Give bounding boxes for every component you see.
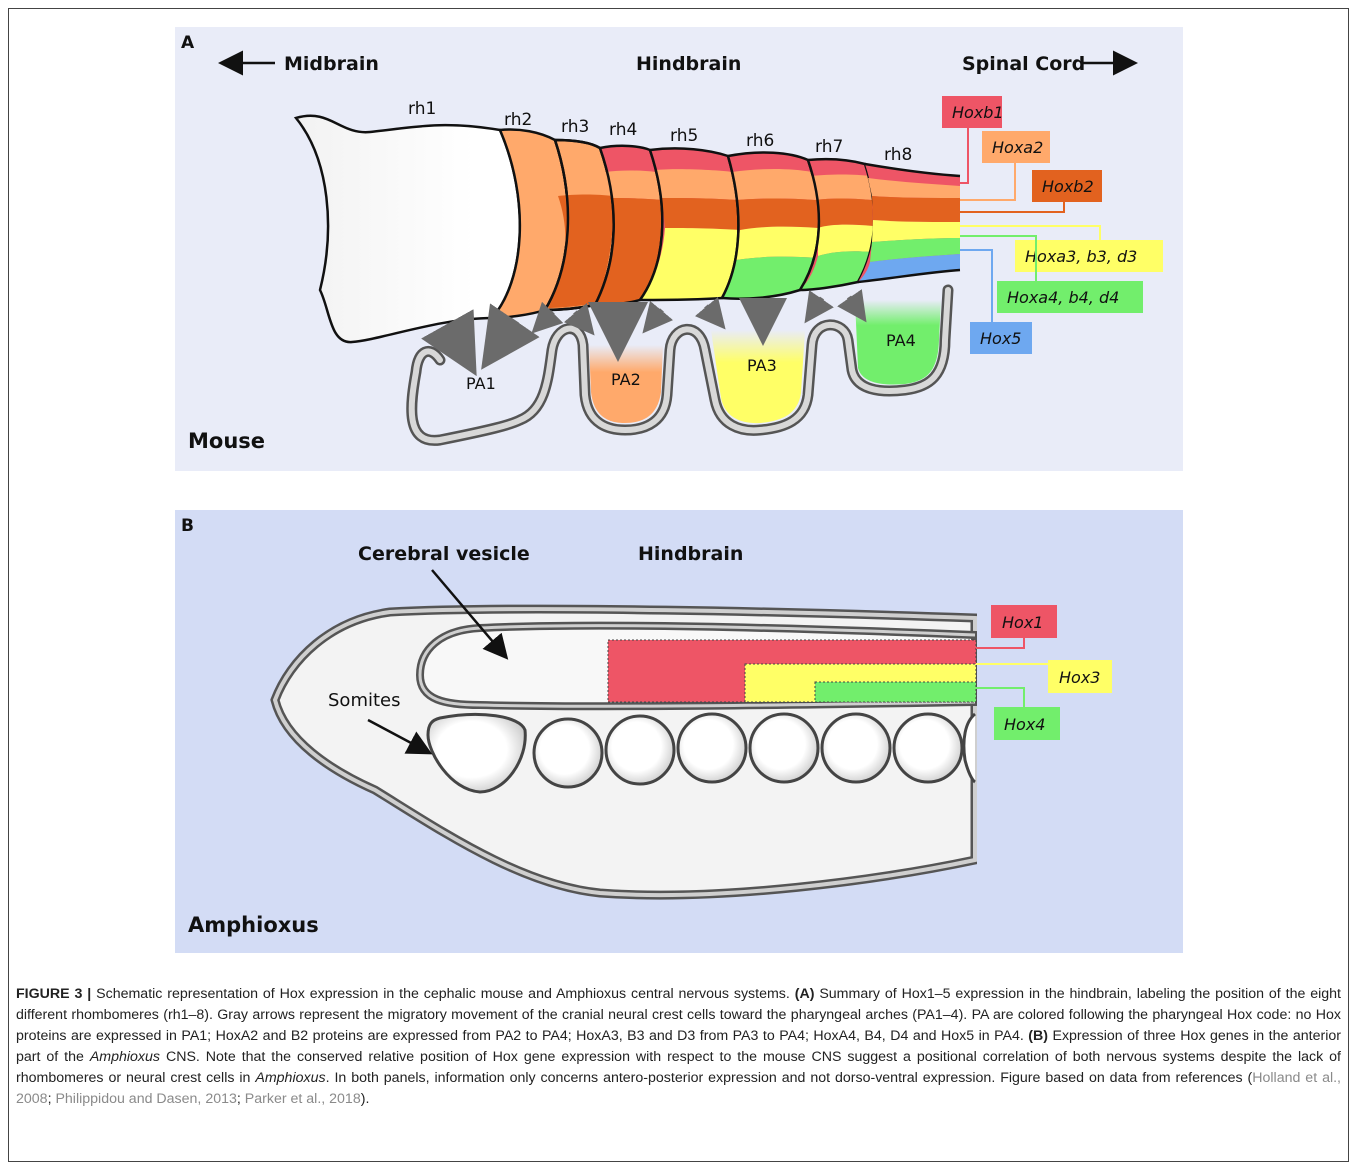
hoxa4-label: Hoxa4, b4, d4	[1007, 288, 1119, 307]
rh1-segment	[296, 116, 520, 342]
pa3-label: PA3	[747, 356, 777, 375]
hoxb1-label: Hoxb1	[952, 103, 1004, 122]
panel-b: B Cerebral vesicle Hindbrain S	[175, 510, 1183, 953]
hindbrain-label-a: Hindbrain	[636, 53, 741, 75]
cerebral-vesicle-label: Cerebral vesicle	[358, 543, 530, 565]
rh2-label: rh2	[504, 110, 532, 130]
caption-amphioxus-1: Amphioxus	[90, 1049, 160, 1065]
caption-text-1: Schematic representation of Hox expressi…	[91, 986, 794, 1002]
caption-text-5: . In both panels, information only conce…	[326, 1070, 1253, 1086]
caption-panel-a-ref: (A)	[795, 986, 815, 1002]
rh8-label: rh8	[884, 145, 912, 165]
caption-text-6: ).	[361, 1091, 370, 1107]
hox4-label: Hox4	[1004, 715, 1045, 734]
reference-link-2[interactable]: Philippidou and Dasen, 2013	[55, 1091, 236, 1107]
pa1-label: PA1	[466, 374, 496, 393]
panel-b-letter: B	[181, 516, 194, 536]
rh3-label: rh3	[561, 117, 589, 137]
panel-a-letter: A	[181, 33, 195, 53]
rh7-label: rh7	[815, 137, 843, 157]
hoxa3-label: Hoxa3, b3, d3	[1025, 247, 1137, 266]
hindbrain-label-b: Hindbrain	[638, 543, 743, 565]
amphioxus-label: Amphioxus	[188, 913, 319, 937]
reference-link-3[interactable]: Parker et al., 2018	[245, 1091, 361, 1107]
mouse-label: Mouse	[188, 429, 265, 453]
rh4-label: rh4	[609, 120, 637, 140]
rh1-label: rh1	[408, 99, 436, 119]
hox4-domain	[815, 682, 976, 702]
hoxb2-label: Hoxb2	[1042, 177, 1094, 196]
caption-panel-b-ref: (B)	[1028, 1028, 1048, 1044]
caption-sep-2: ;	[237, 1091, 245, 1107]
hox1-label: Hox1	[1002, 613, 1043, 632]
rh5-label: rh5	[670, 126, 698, 146]
hox3-label: Hox3	[1059, 668, 1100, 687]
spinal-cord-label: Spinal Cord	[962, 53, 1085, 75]
caption-amphioxus-2: Amphioxus	[255, 1070, 325, 1086]
midbrain-label: Midbrain	[284, 53, 379, 75]
pa4-label: PA4	[886, 331, 916, 350]
hox5-label: Hox5	[980, 329, 1021, 348]
figure-number: FIGURE 3 |	[16, 986, 91, 1002]
rh6-label: rh6	[746, 131, 774, 151]
figure-caption: FIGURE 3 | Schematic representation of H…	[16, 984, 1341, 1110]
hoxa2-label: Hoxa2	[992, 138, 1043, 157]
panel-a: A Midbrain Hindbrain Spinal Cord PA1 PA2…	[175, 27, 1183, 471]
pa2-label: PA2	[611, 370, 641, 389]
figure-panels: A Midbrain Hindbrain Spinal Cord PA1 PA2…	[0, 0, 1357, 975]
somites-label: Somites	[328, 690, 400, 711]
